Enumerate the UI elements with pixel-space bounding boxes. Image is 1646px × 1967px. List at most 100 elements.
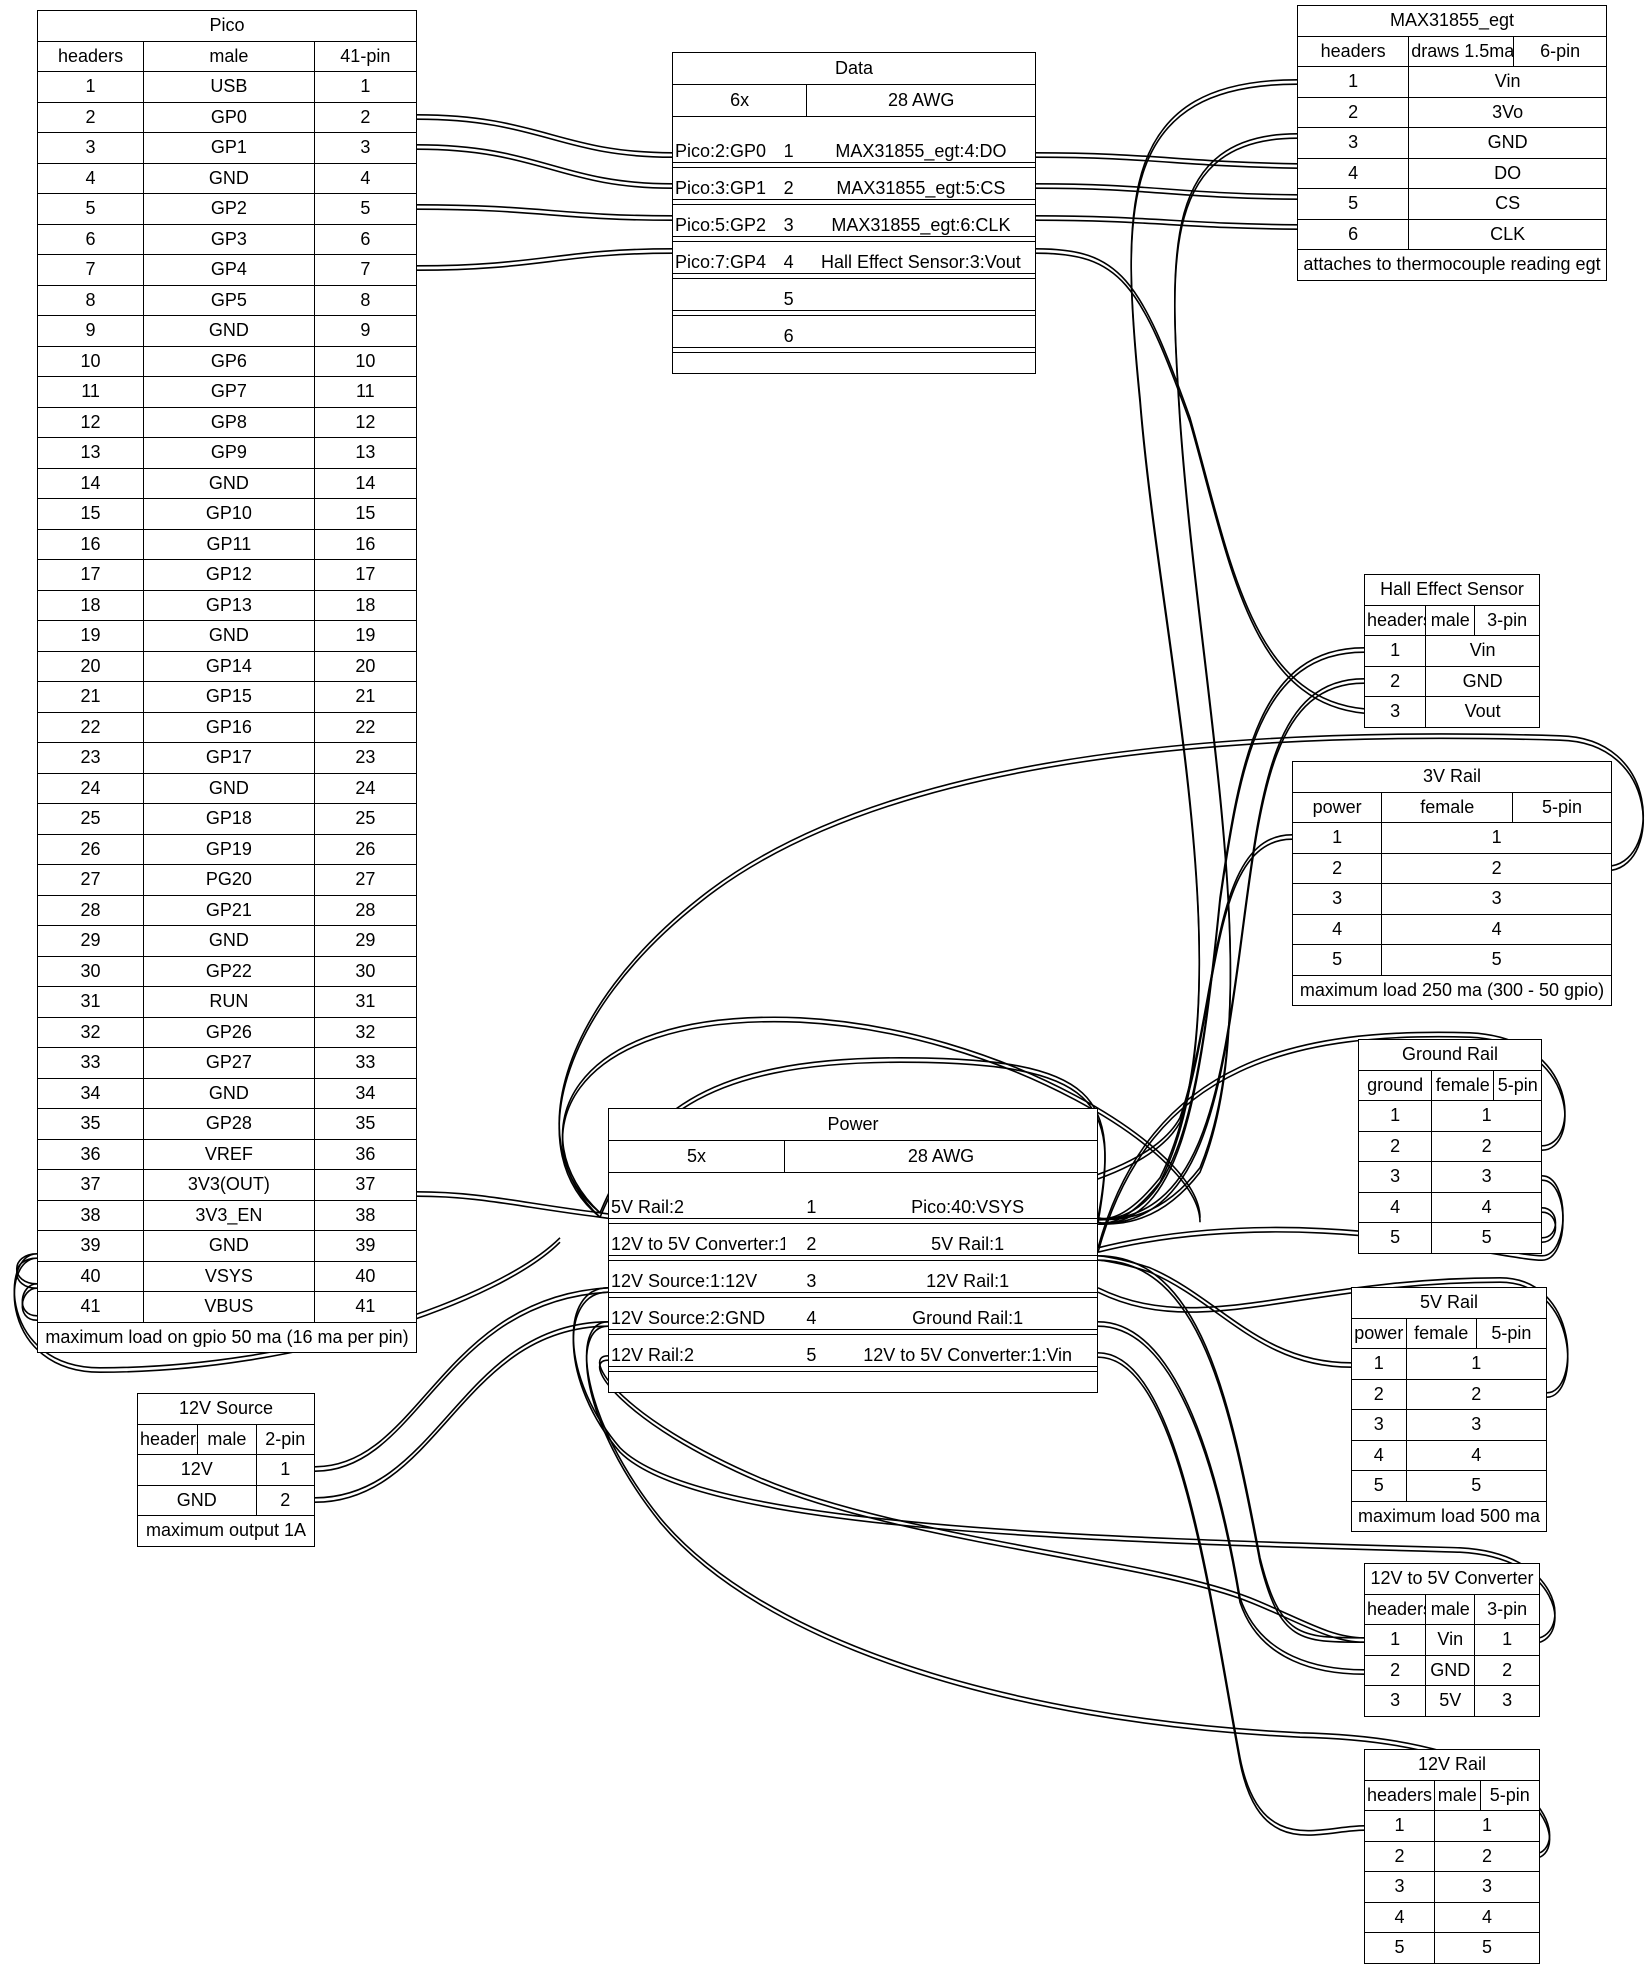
wire-line bbox=[1097, 682, 1365, 1225]
pico-pin-label: GP3 bbox=[143, 223, 315, 255]
power-cable-wire-line bbox=[608, 1292, 1098, 1298]
power-cable-wire-line bbox=[608, 1218, 1098, 1224]
power-cable-wire-from: 12V to 5V Converter:1:Vin bbox=[607, 1223, 785, 1256]
pico-pin-header: 10 bbox=[36, 345, 145, 377]
12v-rail-pin-label: 1 bbox=[1434, 1810, 1540, 1842]
data-cable-wire-line-cell bbox=[672, 199, 1036, 205]
data-cable-wire-number: 1 bbox=[783, 141, 794, 161]
pico-pin-number: 34 bbox=[313, 1077, 418, 1109]
data-cable-count: 6x bbox=[671, 84, 808, 117]
3v-rail-note-row: maximum load 250 ma (300 - 50 gpio) bbox=[1292, 974, 1612, 1006]
power-cable-wire-number: 2 bbox=[806, 1234, 817, 1254]
3v-rail-pin-label: 3 bbox=[1381, 883, 1612, 915]
5v-rail-pin-number: 4 bbox=[1351, 1439, 1407, 1471]
ground-rail-pin-label: 1 bbox=[1431, 1100, 1542, 1132]
12v-source-pin-label: 12V bbox=[137, 1454, 257, 1486]
ground-rail-header-gender: female bbox=[1431, 1069, 1495, 1101]
5v-rail-pin-label: 3 bbox=[1405, 1409, 1548, 1441]
pico-pin-number: 38 bbox=[313, 1199, 418, 1231]
data-cable-title: Data bbox=[672, 52, 1036, 85]
power-cable-count: 5x bbox=[607, 1140, 786, 1173]
pico-pin-header: 7 bbox=[36, 254, 145, 286]
data-cable-wire-line-cell bbox=[672, 162, 1036, 168]
5v-rail-pin-number: 5 bbox=[1351, 1470, 1407, 1502]
wire-line bbox=[1097, 1321, 1365, 1671]
12v-rail-pin-number: 3 bbox=[1364, 1871, 1435, 1903]
12v-source-note: maximum output 1A bbox=[137, 1515, 315, 1547]
pico-note-row: maximum load on gpio 50 ma (16 ma per pi… bbox=[37, 1321, 417, 1353]
pico-pin-header: 21 bbox=[36, 681, 145, 713]
wire-line bbox=[1097, 1255, 1365, 1639]
hall-sensor-pin-label: GND bbox=[1425, 665, 1540, 697]
ground-rail-pin-label: 4 bbox=[1431, 1191, 1542, 1223]
hall-sensor-pin-number: 3 bbox=[1363, 696, 1427, 728]
12v-rail-header-pincount: 5-pin bbox=[1479, 1779, 1540, 1811]
power-cable-wire-line-cell bbox=[608, 1329, 1098, 1335]
max31855-pin-label: 3Vo bbox=[1408, 96, 1607, 128]
wire-line bbox=[598, 1359, 1365, 1643]
12v-rail-pin-number: 4 bbox=[1364, 1901, 1435, 1933]
pico-pin-label: GND bbox=[143, 467, 315, 499]
power-cable-wire-line bbox=[608, 1255, 1098, 1261]
converter-pin-header: 1 bbox=[1363, 1624, 1427, 1656]
converter-header-pincount: 3-pin bbox=[1474, 1593, 1540, 1625]
converter-title: 12V to 5V Converter bbox=[1364, 1563, 1540, 1595]
pico-pin-header: 23 bbox=[36, 742, 145, 774]
3v-rail-pin-label: 4 bbox=[1381, 913, 1612, 945]
pico-pin-header: 36 bbox=[36, 1138, 145, 1170]
pico-pin-number: 2 bbox=[313, 101, 418, 133]
wire-line bbox=[314, 1291, 609, 1472]
3v-rail-pin-number: 5 bbox=[1291, 944, 1383, 976]
wire-line bbox=[416, 252, 1365, 714]
pico-pin-label: GP15 bbox=[143, 681, 315, 713]
power-cable-wire-to: 12V to 5V Converter:1:Vin bbox=[838, 1334, 1099, 1367]
12v-rail-pin-number: 5 bbox=[1364, 1932, 1435, 1964]
ground-rail-pin-number: 3 bbox=[1357, 1161, 1433, 1193]
data-cable-wire-from: Pico:5:GP2 bbox=[672, 204, 771, 237]
pico-pin-number: 7 bbox=[313, 254, 418, 286]
power-cable-wire-number: 4 bbox=[806, 1308, 817, 1328]
3v-rail-pin-label: 1 bbox=[1381, 822, 1612, 854]
pico-pin-header: 25 bbox=[36, 803, 145, 835]
converter-header-type: headers bbox=[1363, 1593, 1427, 1625]
max31855-pin-number: 3 bbox=[1296, 127, 1410, 159]
pico-pin-number: 23 bbox=[313, 742, 418, 774]
max31855-header-pincount: 6-pin bbox=[1513, 35, 1607, 67]
pico-pin-header: 1 bbox=[36, 71, 145, 103]
power-cable-wire-to: Ground Rail:1 bbox=[838, 1297, 1099, 1330]
pico-pin-number: 28 bbox=[313, 894, 418, 926]
pico-pin-label: 3V3(OUT) bbox=[143, 1169, 315, 1201]
pico-pin-label: VREF bbox=[143, 1138, 315, 1170]
wire-line bbox=[314, 1321, 609, 1499]
power-cable-wire-from: 12V Source:1:12V bbox=[607, 1260, 785, 1293]
pico-pin-label: GP14 bbox=[143, 650, 315, 682]
pico-pin-number: 40 bbox=[313, 1260, 418, 1292]
pico-pin-label: GP11 bbox=[143, 528, 315, 560]
pico-pin-label: GP26 bbox=[143, 1016, 315, 1048]
pico-pin-number: 18 bbox=[313, 589, 418, 621]
power-cable-title: Power bbox=[608, 1108, 1098, 1141]
wire-line bbox=[558, 733, 1645, 1214]
pico-pin-header: 41 bbox=[36, 1291, 145, 1323]
hall-sensor-pin-label: Vout bbox=[1425, 696, 1540, 728]
